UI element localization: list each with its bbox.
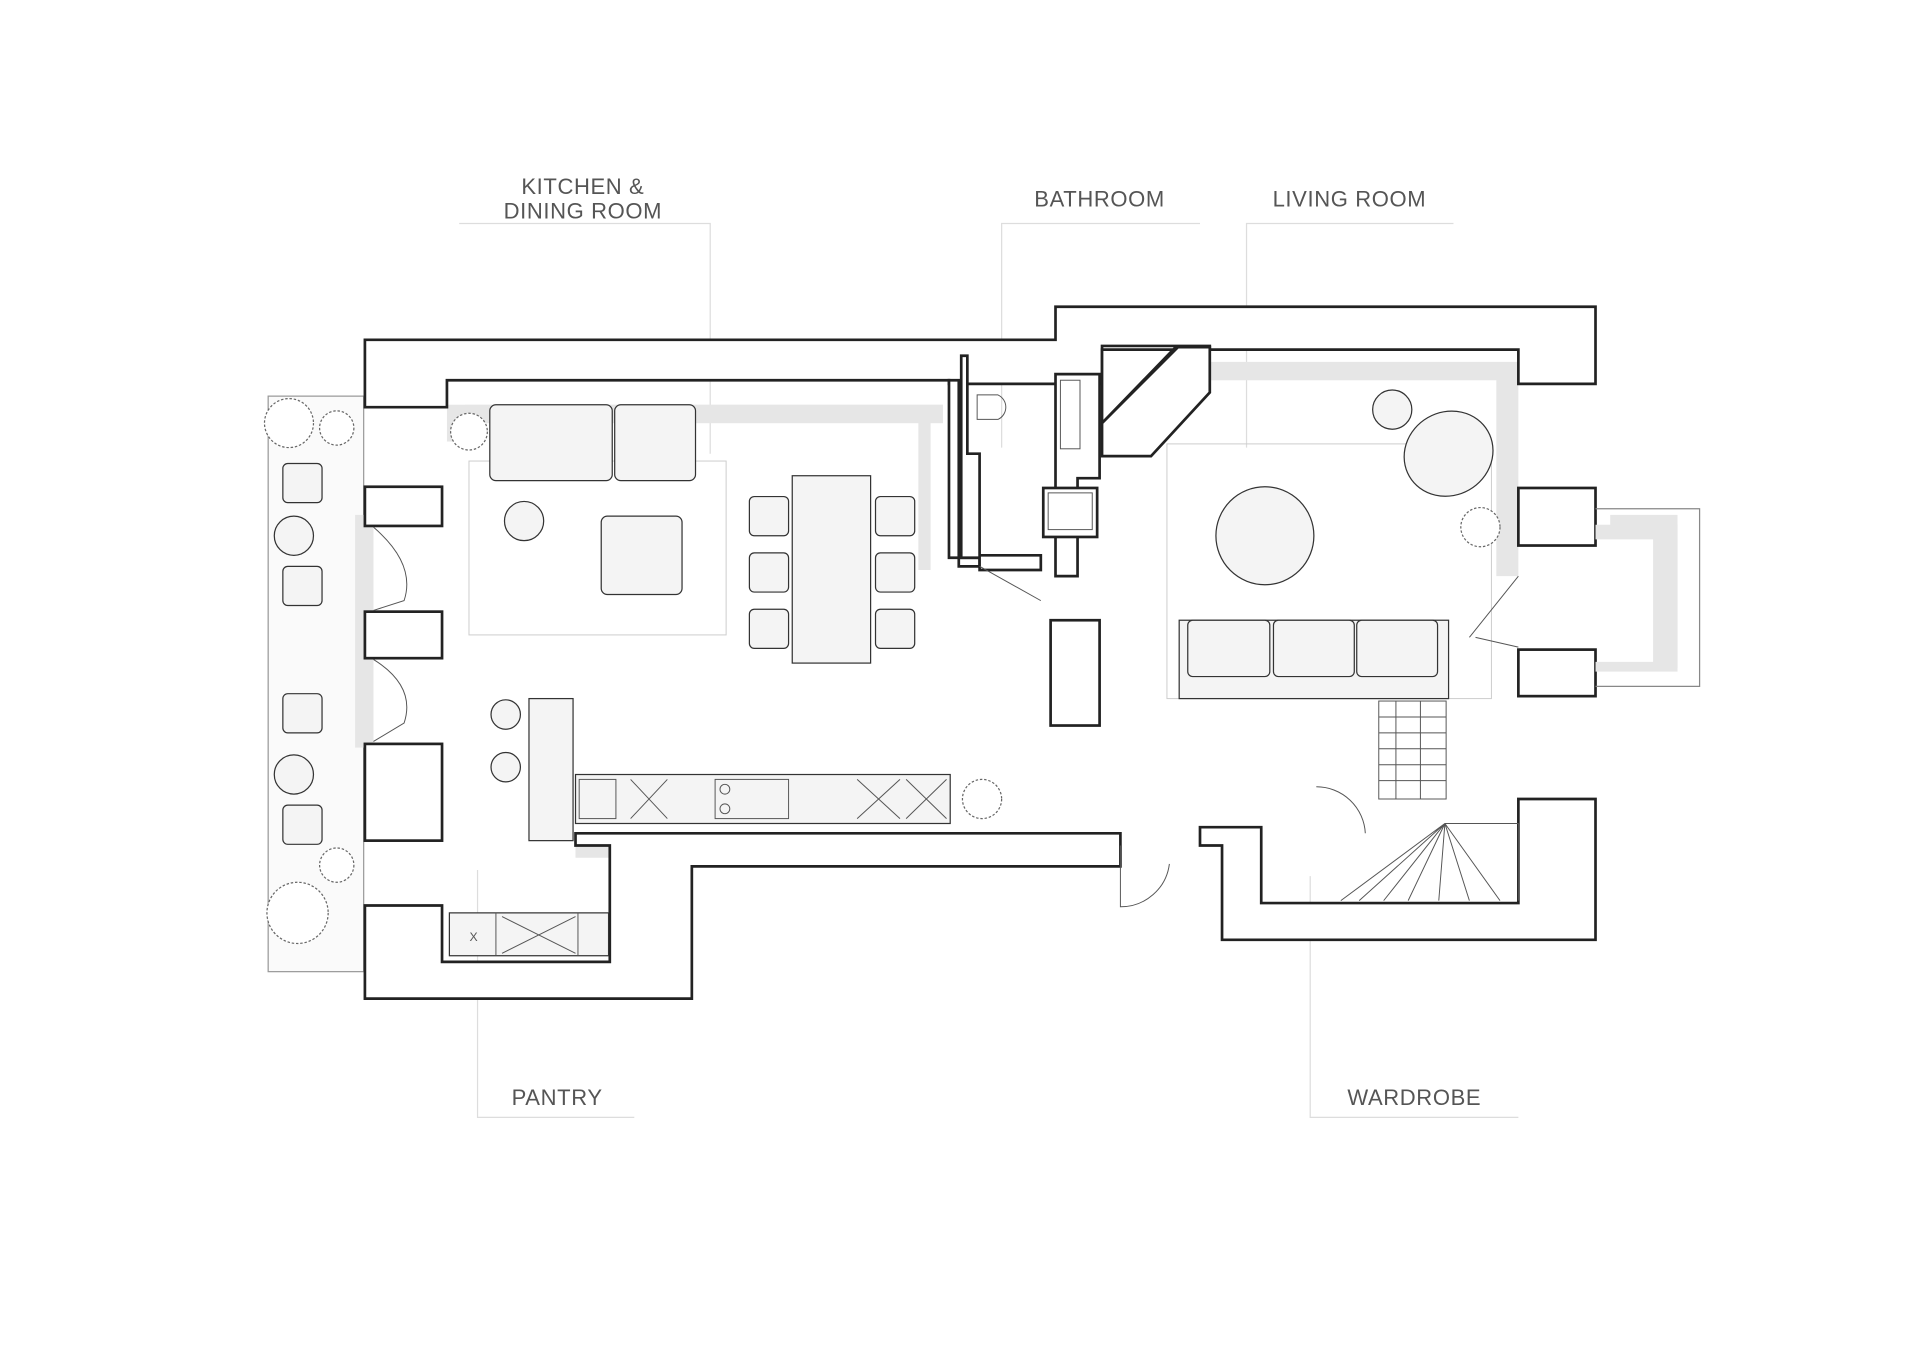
pantry-cabinets: X (448, 912, 610, 957)
plants (263, 397, 1501, 945)
dining-set (748, 475, 916, 664)
label-wardrobe: WARDROBE (1347, 1085, 1481, 1110)
stairs (1340, 700, 1519, 902)
terrace-furniture (273, 462, 323, 845)
kitchen-counter (490, 697, 951, 842)
pantry-mark: X (469, 930, 478, 944)
room-label-wardrobe: WARDROBE (1309, 876, 1519, 1118)
doors (373, 526, 1519, 908)
balcony (1595, 508, 1701, 687)
bathroom-fixtures (976, 379, 1093, 531)
sofa-kitchen (489, 404, 697, 482)
side-table (503, 500, 545, 542)
label-kitchen-line1: KITCHEN & (521, 174, 644, 199)
room-label-kitchen: KITCHEN & DINING ROOM (459, 174, 711, 454)
sofa-living (1178, 619, 1450, 700)
label-pantry: PANTRY (512, 1085, 603, 1110)
label-kitchen-line2: DINING ROOM (504, 199, 663, 224)
walls (363, 305, 1597, 1000)
room-label-bathroom: BATHROOM (1001, 186, 1200, 448)
rug-lounge (468, 460, 727, 636)
ottoman (600, 515, 683, 596)
label-living: LIVING ROOM (1273, 186, 1427, 211)
label-bathroom: BATHROOM (1034, 186, 1165, 211)
living-furniture (1100, 345, 1494, 700)
